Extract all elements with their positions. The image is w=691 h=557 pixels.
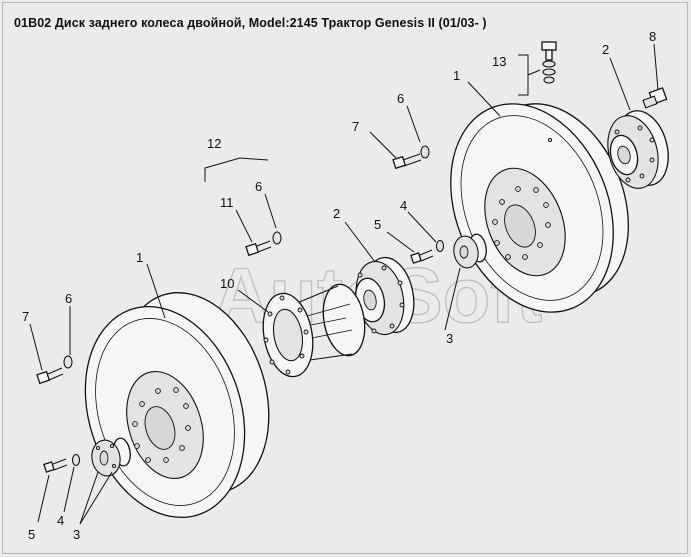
callout-7-top: 7: [352, 119, 359, 134]
wheel-nut-3-middle: [453, 233, 487, 269]
callout-1-left: 1: [136, 250, 143, 265]
callout-2-right: 2: [602, 42, 609, 57]
callout-10: 10: [220, 276, 234, 291]
callout-6-middle: 6: [255, 179, 262, 194]
callout-3-left: 3: [73, 527, 80, 542]
rim-left-bolt-holes: [132, 387, 191, 463]
callout-13: 13: [492, 54, 506, 69]
callout-4-left: 4: [57, 513, 64, 528]
spacer-ring-10: [262, 283, 366, 378]
bolt-11: [245, 240, 272, 257]
bolt-5-left: [43, 458, 68, 473]
callout-2-middle: 2: [333, 206, 340, 221]
callout-6-top: 6: [397, 91, 404, 106]
callout-6-left: 6: [65, 291, 72, 306]
callout-12: 12: [207, 136, 221, 151]
washer-4-middle: [435, 239, 445, 253]
diagram-title: 01B02 Диск заднего колеса двойной, Model…: [14, 16, 487, 30]
bolt-7-left: [36, 367, 64, 385]
leader-lines: [29, 43, 659, 525]
callout-11: 11: [220, 195, 234, 210]
hub-right: [607, 110, 669, 189]
rim-right-bolt-holes: [492, 186, 551, 260]
washer-4-left: [71, 453, 81, 467]
bolt-7-top: [392, 153, 422, 170]
callout-3-middle: 3: [446, 331, 453, 346]
washer-6-middle: [272, 231, 282, 245]
washer-6-left: [63, 355, 73, 369]
callout-4-middle: 4: [400, 198, 407, 213]
callout-1-right: 1: [453, 68, 460, 83]
callout-7-left: 7: [22, 309, 29, 324]
callout-8: 8: [649, 29, 656, 44]
stud-set-13: [541, 41, 557, 84]
callout-5-left: 5: [28, 527, 35, 542]
hub-middle: [354, 256, 415, 336]
rim-right: [450, 103, 629, 313]
bolt-8: [642, 87, 668, 109]
bolt-5-middle: [410, 249, 434, 264]
callout-labels: 1 2 8 13 6 7 12 6 11 2 5 4 1 10 3 6 7 5 …: [22, 29, 656, 542]
callout-5-middle: 5: [374, 217, 381, 232]
washer-6-top: [420, 145, 430, 159]
wheel-nut-3-left: [91, 437, 131, 477]
